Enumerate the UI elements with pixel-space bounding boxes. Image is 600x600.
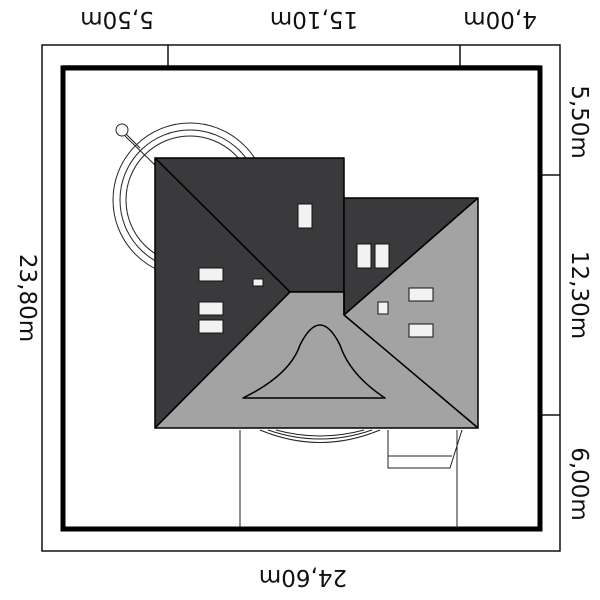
- roof-dormer: [242, 324, 386, 399]
- front-terrace: [259, 429, 381, 443]
- dimension-bottom: 24,60m: [259, 564, 347, 590]
- dimension-right-middle: 12,30m: [566, 251, 592, 339]
- skylight: [408, 287, 434, 302]
- skylight: [356, 243, 372, 269]
- dimension-top-right: 4,00m: [463, 6, 537, 32]
- dimension-left: 23,80m: [14, 254, 40, 342]
- entrance-steps: [387, 429, 463, 469]
- dimension-top-center: 15,10m: [270, 6, 358, 32]
- garden-lamp: [115, 123, 141, 149]
- skylight: [198, 267, 224, 282]
- skylights: [198, 203, 434, 338]
- dimension-top-left: 5,50m: [80, 6, 154, 32]
- dimension-right-bottom: 6,00m: [566, 447, 592, 521]
- skylight: [408, 323, 434, 338]
- skylight: [297, 203, 313, 229]
- dimension-right-top: 5,50m: [566, 85, 592, 159]
- roof-plan: [154, 157, 479, 429]
- skylight: [252, 278, 264, 287]
- skylight: [198, 319, 224, 334]
- skylight: [198, 301, 224, 316]
- skylight: [374, 243, 390, 269]
- plot-boundary: [60, 65, 543, 532]
- skylight: [377, 301, 389, 315]
